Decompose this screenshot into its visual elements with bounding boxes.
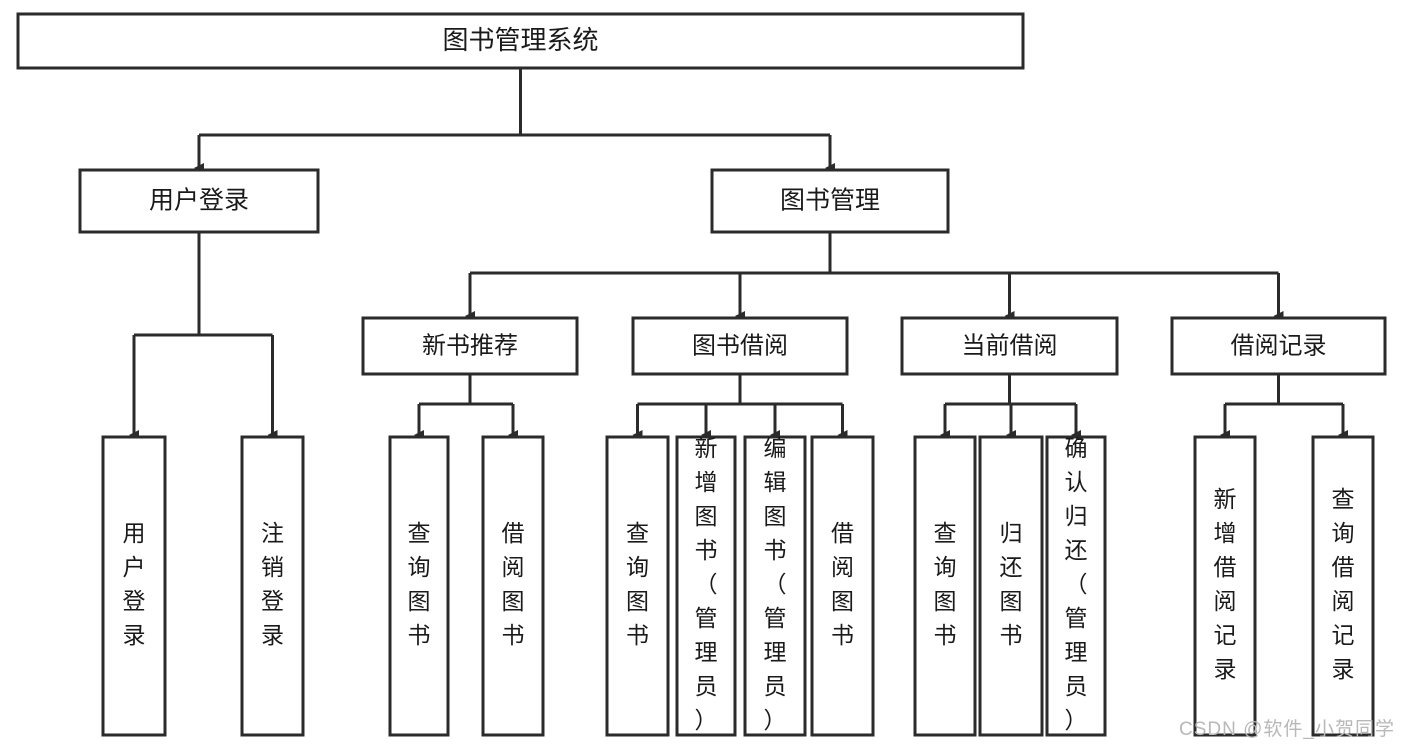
node-label: 新增图书（管理员） [695, 435, 718, 733]
node-box[interactable] [1193, 435, 1257, 737]
node-n05[interactable]: 查询图书 [605, 435, 670, 737]
node-n11[interactable]: 确认归还（管理员） [1045, 435, 1107, 737]
node-n06[interactable]: 新增图书（管理员） [675, 435, 737, 737]
node-label: 确认归还（管理员） [1065, 435, 1088, 733]
node-l1b[interactable]: 图书管理 [710, 168, 950, 234]
node-n02[interactable]: 注销登录 [240, 435, 305, 737]
node-box[interactable] [810, 435, 875, 737]
connector-layer [129, 68, 1348, 440]
node-box[interactable] [1170, 316, 1387, 376]
node-l2d[interactable]: 借阅记录 [1170, 316, 1387, 376]
node-label: 图书借阅 [692, 332, 788, 359]
node-label: 用户登录 [149, 187, 249, 215]
node-box[interactable] [481, 435, 545, 737]
node-root[interactable]: 图书管理系统 [16, 12, 1025, 70]
node-layer: 图书管理系统用户登录图书管理新书推荐图书借阅当前借阅借阅记录用户登录注销登录查询… [16, 12, 1387, 737]
node-box[interactable] [361, 316, 579, 376]
node-label: 图书管理系统 [442, 25, 598, 55]
node-l1a[interactable]: 用户登录 [78, 168, 320, 234]
node-n12[interactable]: 新增借阅记录 [1193, 435, 1257, 737]
node-box[interactable] [605, 435, 670, 737]
node-label: 查询图书 [934, 520, 957, 648]
node-box[interactable] [1311, 435, 1375, 737]
node-n01[interactable]: 用户登录 [101, 435, 167, 737]
node-box[interactable] [900, 316, 1119, 376]
node-box[interactable] [388, 435, 450, 737]
node-n09[interactable]: 查询图书 [913, 435, 977, 737]
node-box[interactable] [78, 168, 320, 234]
node-l2a[interactable]: 新书推荐 [361, 316, 579, 376]
node-box[interactable] [631, 316, 849, 376]
node-label: 用户登录 [123, 520, 146, 648]
node-label: 查询图书 [408, 520, 431, 648]
node-label: 查询图书 [626, 520, 649, 648]
node-label: 归还图书 [1000, 520, 1023, 648]
node-l2b[interactable]: 图书借阅 [631, 316, 849, 376]
node-l2c[interactable]: 当前借阅 [900, 316, 1119, 376]
node-label: 查询借阅记录 [1332, 486, 1355, 682]
node-n10[interactable]: 归还图书 [978, 435, 1044, 737]
node-label: 新书推荐 [422, 332, 518, 359]
node-label: 注销登录 [261, 520, 284, 648]
node-box[interactable] [16, 12, 1025, 70]
node-box[interactable] [101, 435, 167, 737]
node-n13[interactable]: 查询借阅记录 [1311, 435, 1375, 737]
node-box[interactable] [675, 435, 737, 737]
node-n07[interactable]: 编辑图书（管理员） [743, 435, 807, 737]
node-box[interactable] [743, 435, 807, 737]
node-label: 借阅记录 [1231, 332, 1327, 359]
node-box[interactable] [710, 168, 950, 234]
node-box[interactable] [913, 435, 977, 737]
node-label: 图书管理 [780, 187, 880, 215]
node-label: 当前借阅 [962, 332, 1058, 359]
node-n08[interactable]: 借阅图书 [810, 435, 875, 737]
node-box[interactable] [978, 435, 1044, 737]
node-n03[interactable]: 查询图书 [388, 435, 450, 737]
node-box[interactable] [1045, 435, 1107, 737]
node-label: 编辑图书（管理员） [764, 435, 787, 733]
node-label: 新增借阅记录 [1214, 486, 1237, 682]
node-label: 借阅图书 [502, 520, 525, 648]
node-label: 借阅图书 [831, 520, 854, 648]
node-n04[interactable]: 借阅图书 [481, 435, 545, 737]
watermark-label: CSDN @软件_小贺同学 [1179, 719, 1395, 740]
node-box[interactable] [240, 435, 305, 737]
